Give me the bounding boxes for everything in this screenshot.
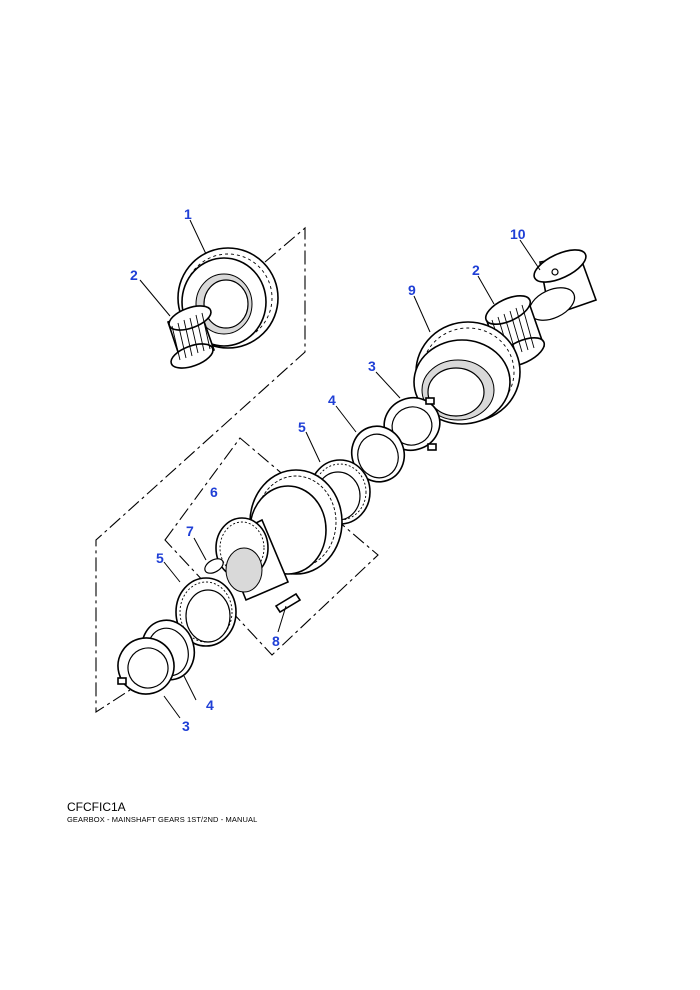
gear-part-1 (177, 247, 279, 349)
leader-lines (139, 219, 541, 719)
sleeve-part-10 (528, 249, 598, 321)
callout-5-upper: 5 (298, 419, 306, 435)
spring-part-7 (204, 558, 224, 574)
callout-2-lower: 2 (472, 262, 480, 278)
callout-6: 6 (210, 484, 218, 500)
callout-2-upper: 2 (130, 267, 138, 283)
callout-1: 1 (184, 206, 192, 222)
synchro-ring-part-3-lower (117, 637, 175, 695)
callout-3-upper: 3 (368, 358, 376, 374)
callout-3-lower: 3 (182, 718, 190, 734)
needle-bearing-part-2-upper (166, 305, 216, 369)
callout-4-upper: 4 (328, 392, 336, 408)
callout-labels: 1 2 10 2 9 3 4 5 6 7 5 8 4 3 (130, 206, 526, 734)
callout-7: 7 (186, 523, 194, 539)
callout-9: 9 (408, 282, 416, 298)
callout-5-lower: 5 (156, 550, 164, 566)
baulk-ring-part-5-lower (175, 577, 237, 647)
callout-8: 8 (272, 633, 280, 649)
callout-10: 10 (510, 226, 526, 242)
drawing-code: CFCFIC1A (67, 800, 126, 814)
synchro-hub-part-6 (215, 469, 343, 602)
gear-part-9 (413, 321, 521, 425)
callout-4-lower: 4 (206, 697, 214, 713)
key-part-8 (274, 592, 302, 614)
drawing-caption: GEARBOX - MAINSHAFT GEARS 1ST/2ND - MANU… (67, 815, 258, 824)
split-ring-part-4-upper (350, 425, 406, 483)
